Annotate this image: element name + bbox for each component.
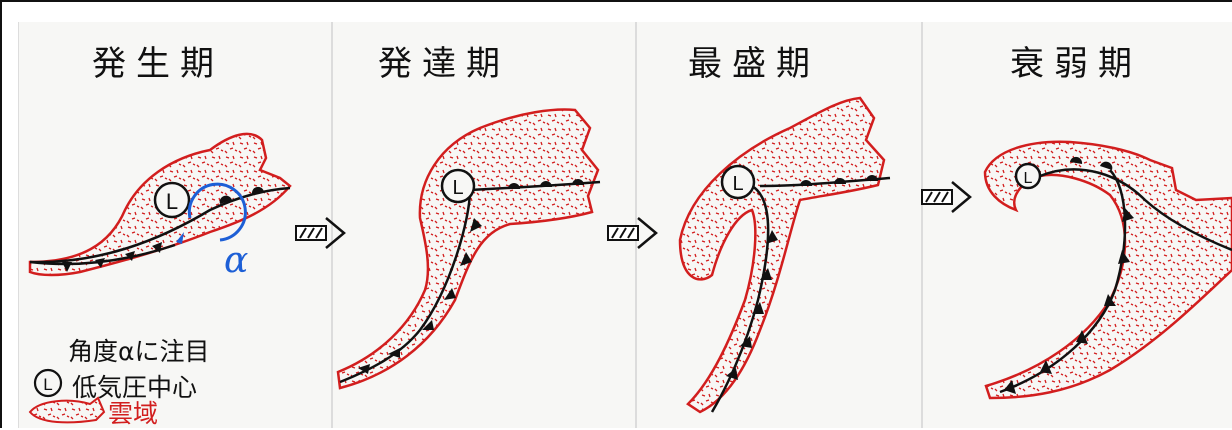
arrow-1	[296, 218, 344, 248]
svg-text:L: L	[43, 375, 52, 394]
svg-text:L: L	[452, 177, 463, 199]
cloud-area	[680, 98, 884, 412]
angle-alpha-label: α	[224, 240, 248, 281]
stage-3-cyclone: L	[680, 98, 890, 412]
stage-1-cyclone: L	[30, 134, 290, 275]
cloud-area	[338, 110, 598, 388]
svg-text:L: L	[1024, 170, 1033, 187]
legend-cloud-label: 雲域	[108, 394, 158, 430]
legend-note: 角度αに注目	[68, 332, 209, 368]
stage-4-cyclone: L	[985, 142, 1232, 398]
arrow-2	[608, 218, 656, 248]
arrow-3	[922, 182, 970, 212]
svg-text:L: L	[166, 189, 178, 214]
stage-2-cyclone: L	[338, 110, 600, 388]
svg-text:L: L	[732, 173, 743, 195]
